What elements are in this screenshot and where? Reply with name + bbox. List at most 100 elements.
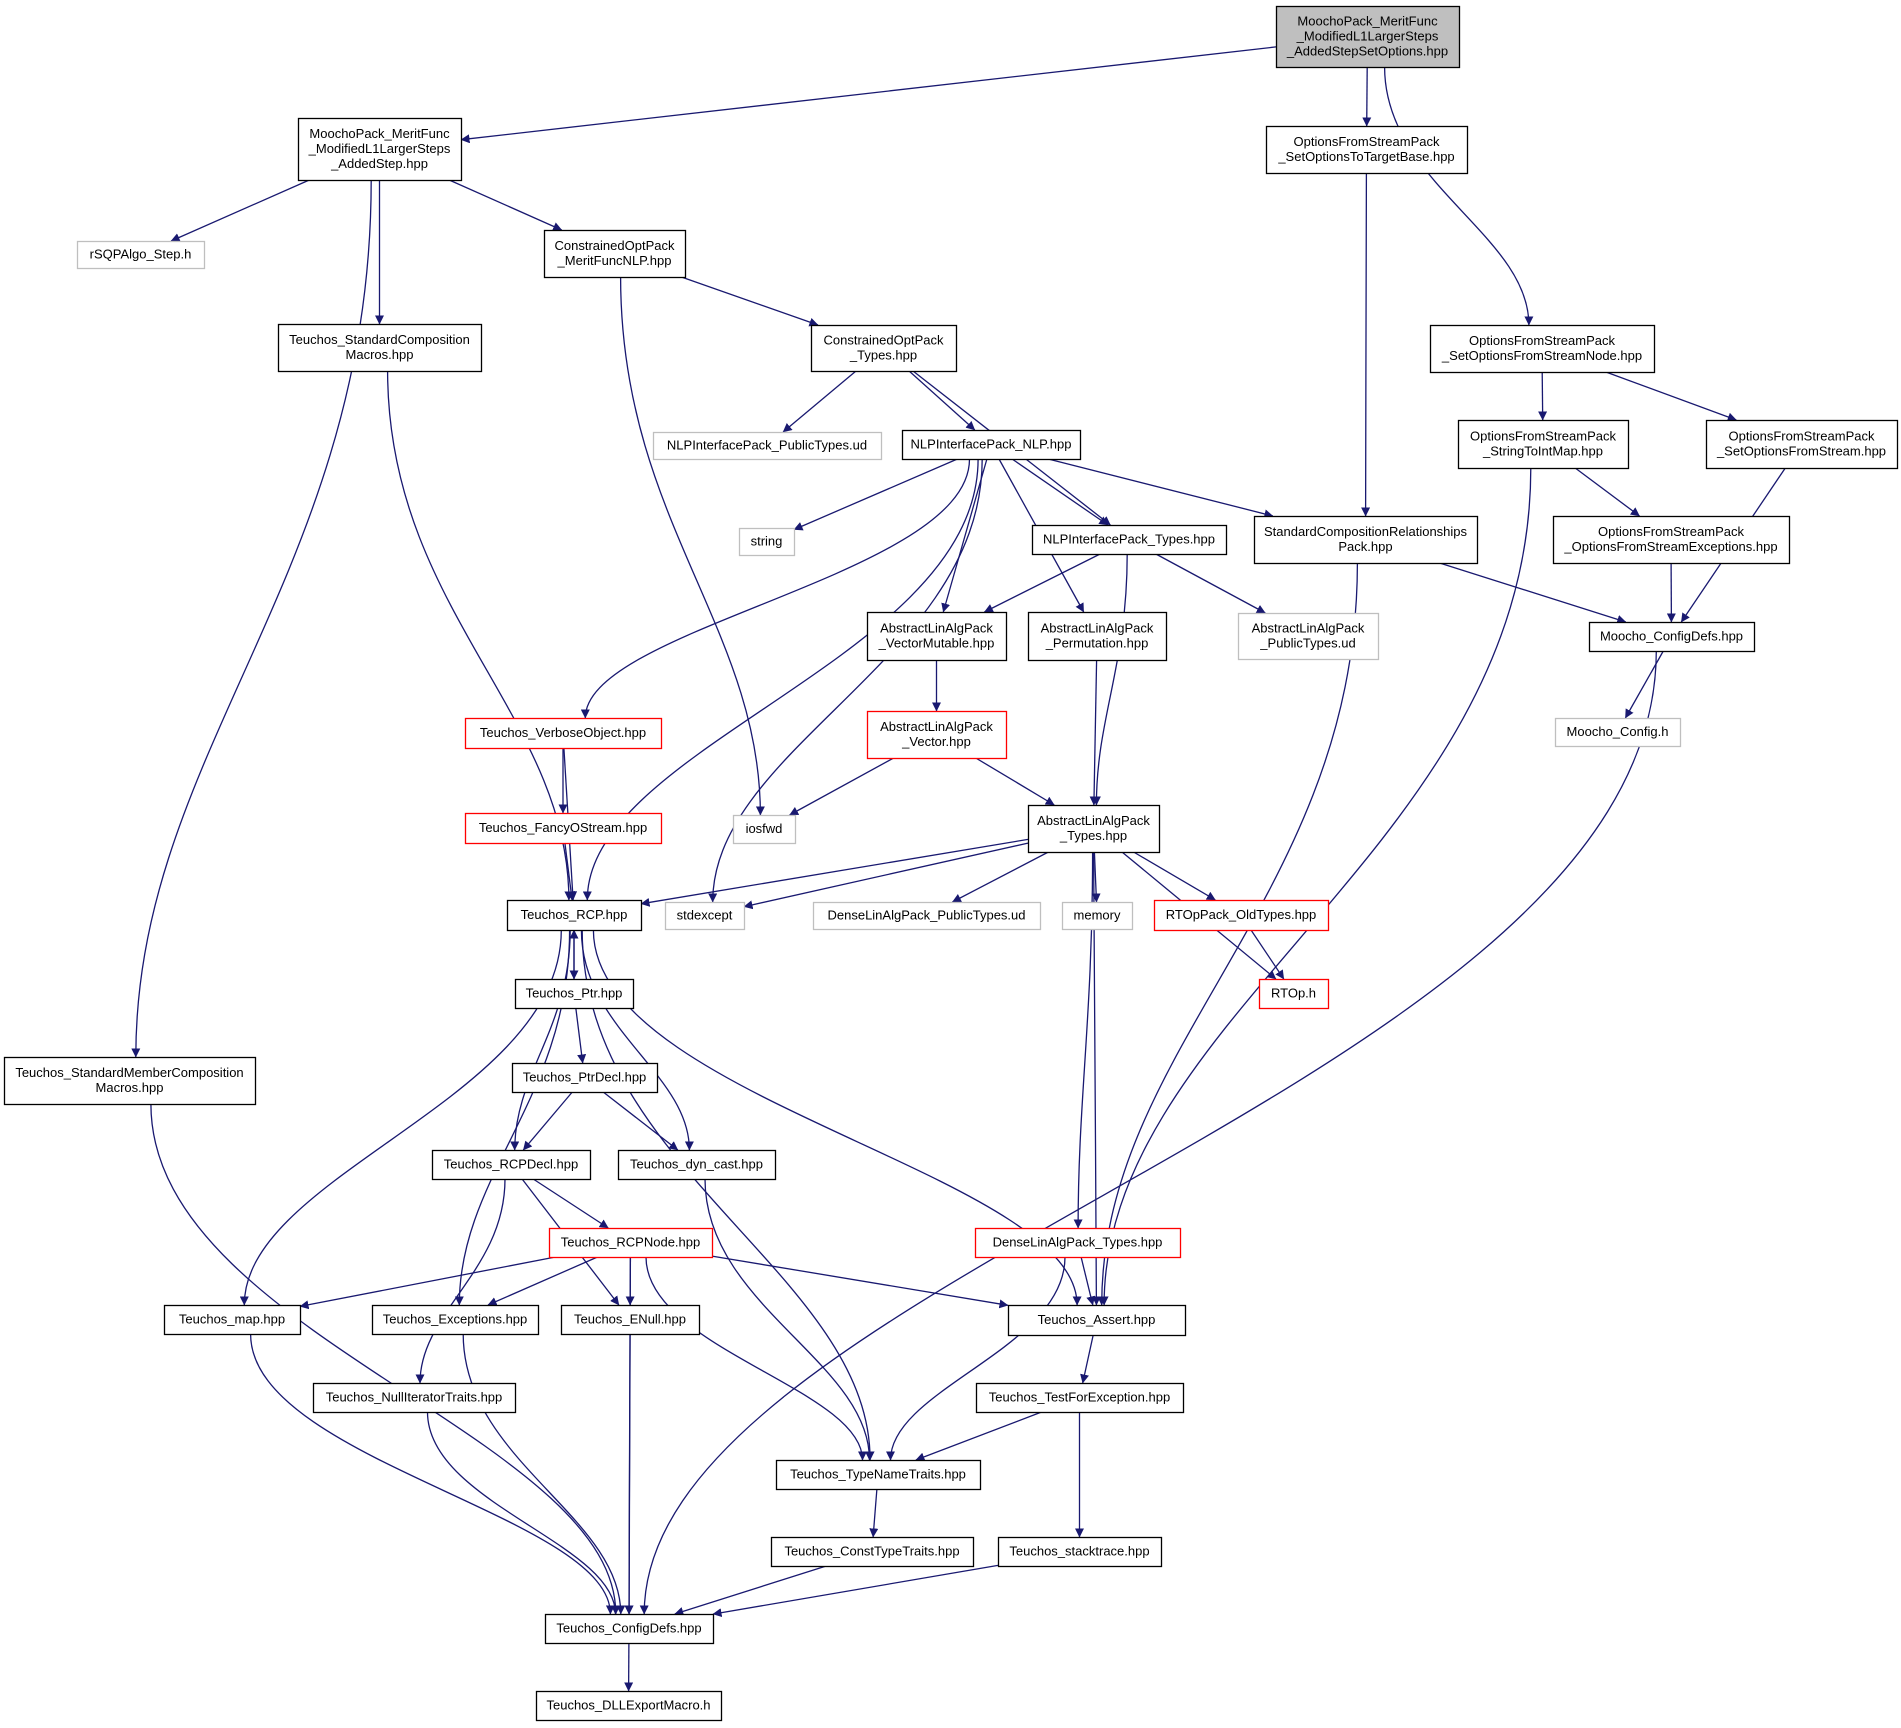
- node-box: [770, 1536, 975, 1568]
- node-ala_vector[interactable]: AbstractLinAlgPack_Vector.hpp: [866, 710, 1008, 760]
- node-label: _Types.hpp: [1059, 828, 1127, 843]
- node-box: [1253, 515, 1479, 565]
- node-box: [277, 323, 483, 373]
- node-dla_types[interactable]: DenseLinAlgPack_Types.hpp: [974, 1227, 1182, 1259]
- node-ala_perm[interactable]: AbstractLinAlgPack_Permutation.hpp: [1027, 611, 1168, 662]
- node-copt_types[interactable]: ConstrainedOptPack_Types.hpp: [810, 324, 958, 373]
- node-box: [1552, 515, 1791, 565]
- node-box: [1457, 419, 1630, 470]
- node-box: [1554, 717, 1682, 748]
- node-const_type[interactable]: Teuchos_ConstTypeTraits.hpp: [770, 1536, 975, 1568]
- node-test_exc[interactable]: Teuchos_TestForException.hpp: [975, 1382, 1185, 1414]
- node-label: StandardCompositionRelationships: [1264, 524, 1468, 539]
- node-stdexcept[interactable]: stdexcept: [664, 901, 746, 931]
- node-rcp[interactable]: Teuchos_RCP.hpp: [506, 899, 643, 932]
- node-label: _SetOptionsFromStreamNode.hpp: [1441, 348, 1642, 363]
- edge-setopts_node-to-str_to_int: [1538, 371, 1548, 421]
- node-box: [560, 1304, 701, 1336]
- node-box: [997, 1536, 1163, 1568]
- node-enull[interactable]: Teuchos_ENull.hpp: [560, 1304, 701, 1336]
- edge-copt_types-to-nlp_nlp: [908, 370, 976, 431]
- edge-ptrdecl-to-dyn_cast: [602, 1091, 679, 1151]
- node-dyn_cast[interactable]: Teuchos_dyn_cast.hpp: [617, 1149, 777, 1181]
- edge-root-to-setopts_node: [1383, 66, 1534, 326]
- node-nlp_types[interactable]: NLPInterfacePack_Types.hpp: [1031, 524, 1228, 556]
- edge-nlp_types-to-ala_pub_types: [1155, 553, 1266, 614]
- node-rtop_oldtypes[interactable]: RTOpPack_OldTypes.hpp: [1153, 899, 1330, 932]
- edge-copt_types-to-nlp_pub_types: [782, 370, 857, 433]
- edge-map-to-teuchos_configdefs: [249, 1333, 615, 1615]
- node-dla_pub_types[interactable]: DenseLinAlgPack_PublicTypes.ud: [812, 901, 1042, 931]
- node-setopts_target[interactable]: OptionsFromStreamPack_SetOptionsToTarget…: [1265, 125, 1469, 175]
- node-typename_traits[interactable]: Teuchos_TypeNameTraits.hpp: [775, 1459, 982, 1491]
- edge-moocho_configdefs-to-teuchos_configdefs: [639, 650, 1657, 1615]
- node-ala_vecmut[interactable]: AbstractLinAlgPack_VectorMutable.hpp: [866, 611, 1008, 662]
- node-verbose_obj[interactable]: Teuchos_VerboseObject.hpp: [464, 717, 663, 750]
- node-map[interactable]: Teuchos_map.hpp: [163, 1304, 302, 1336]
- node-string[interactable]: string: [738, 527, 796, 557]
- node-label: RTOp.h: [1271, 986, 1316, 1001]
- node-label: Pack.hpp: [1338, 539, 1392, 554]
- node-layer: MoochoPack_MeritFunc_ModifiedL1LargerSte…: [3, 5, 1899, 1722]
- node-copt_meritnlp[interactable]: ConstrainedOptPack_MeritFuncNLP.hpp: [543, 229, 687, 279]
- edge-null_iter-to-teuchos_configdefs: [426, 1411, 620, 1615]
- node-box: [312, 1382, 517, 1414]
- node-label: AbstractLinAlgPack: [1037, 813, 1150, 828]
- node-dll_export[interactable]: Teuchos_DLLExportMacro.h: [535, 1690, 723, 1722]
- edge-ala_types-to-rtop_oldtypes: [1133, 851, 1216, 901]
- node-ala_pub_types[interactable]: AbstractLinAlgPack_PublicTypes.ud: [1237, 612, 1380, 661]
- node-exceptions[interactable]: Teuchos_Exceptions.hpp: [371, 1304, 540, 1336]
- node-nlp_pub_types[interactable]: NLPInterfacePack_PublicTypes.ud: [652, 431, 883, 461]
- edge-rcpnode-to-assert: [711, 1255, 1009, 1309]
- node-box: [975, 1382, 1185, 1414]
- node-rcpdecl[interactable]: Teuchos_RCPDecl.hpp: [431, 1149, 592, 1181]
- node-rtop_h[interactable]: RTOp.h: [1258, 978, 1330, 1010]
- node-label: Teuchos_map.hpp: [179, 1312, 285, 1327]
- node-label: _AddedStep.hpp: [330, 156, 428, 171]
- node-rsqp_step[interactable]: rSQPAlgo_Step.h: [76, 240, 206, 270]
- node-stacktrace[interactable]: Teuchos_stacktrace.hpp: [997, 1536, 1163, 1568]
- node-label: Teuchos_RCP.hpp: [521, 907, 628, 922]
- edge-typename_traits-to-const_type: [869, 1488, 879, 1538]
- node-moocho_config[interactable]: Moocho_Config.h: [1554, 717, 1682, 748]
- node-label: Teuchos_PtrDecl.hpp: [523, 1070, 647, 1085]
- node-label: _Permutation.hpp: [1045, 636, 1149, 651]
- node-moocho_configdefs[interactable]: Moocho_ConfigDefs.hpp: [1588, 621, 1756, 653]
- node-box: [1153, 899, 1330, 932]
- edge-rcp-to-dyn_cast: [580, 929, 694, 1151]
- node-box: [544, 1613, 715, 1645]
- node-null_iter[interactable]: Teuchos_NullIteratorTraits.hpp: [312, 1382, 517, 1414]
- node-teuchos_configdefs[interactable]: Teuchos_ConfigDefs.hpp: [544, 1613, 715, 1645]
- node-label: _VectorMutable.hpp: [878, 636, 995, 651]
- node-box: [664, 901, 746, 931]
- node-setopts_stream[interactable]: OptionsFromStreamPack_SetOptionsFromStre…: [1705, 419, 1899, 470]
- node-nlp_nlp[interactable]: NLPInterfacePack_NLP.hpp: [901, 429, 1082, 461]
- node-label: Teuchos_NullIteratorTraits.hpp: [326, 1390, 503, 1405]
- node-box: [1027, 804, 1161, 854]
- node-box: [775, 1459, 982, 1491]
- node-addedstep[interactable]: MoochoPack_MeritFunc_ModifiedL1LargerSte…: [297, 117, 463, 182]
- node-ofs_exceptions[interactable]: OptionsFromStreamPack_OptionsFromStreamE…: [1552, 515, 1791, 565]
- node-ptrdecl[interactable]: Teuchos_PtrDecl.hpp: [511, 1062, 659, 1094]
- node-ptr[interactable]: Teuchos_Ptr.hpp: [514, 978, 635, 1010]
- node-assert[interactable]: Teuchos_Assert.hpp: [1007, 1304, 1187, 1337]
- node-ala_types[interactable]: AbstractLinAlgPack_Types.hpp: [1027, 804, 1161, 854]
- node-label: AbstractLinAlgPack: [1252, 621, 1365, 636]
- node-memory[interactable]: memory: [1061, 901, 1134, 931]
- node-std_member_comp[interactable]: Teuchos_StandardMemberCompositionMacros.…: [3, 1056, 257, 1106]
- node-label: Teuchos_ENull.hpp: [574, 1312, 686, 1327]
- node-label: _ModifiedL1LargerSteps: [1296, 29, 1439, 44]
- edge-root-to-setopts_target: [1362, 66, 1372, 127]
- node-iosfwd[interactable]: iosfwd: [732, 814, 797, 845]
- node-fancy_ostream[interactable]: Teuchos_FancyOStream.hpp: [464, 812, 663, 845]
- node-rcpnode[interactable]: Teuchos_RCPNode.hpp: [548, 1227, 714, 1259]
- edge-fancy_ostream-to-rcp: [564, 842, 576, 901]
- edge-nlp_types-to-ala_vecmut: [983, 553, 1101, 613]
- node-root[interactable]: MoochoPack_MeritFunc_ModifiedL1LargerSte…: [1275, 5, 1461, 69]
- node-str_to_int[interactable]: OptionsFromStreamPack_StringToIntMap.hpp: [1457, 419, 1630, 470]
- node-setopts_node[interactable]: OptionsFromStreamPack_SetOptionsFromStre…: [1429, 324, 1656, 374]
- node-box: [652, 431, 883, 461]
